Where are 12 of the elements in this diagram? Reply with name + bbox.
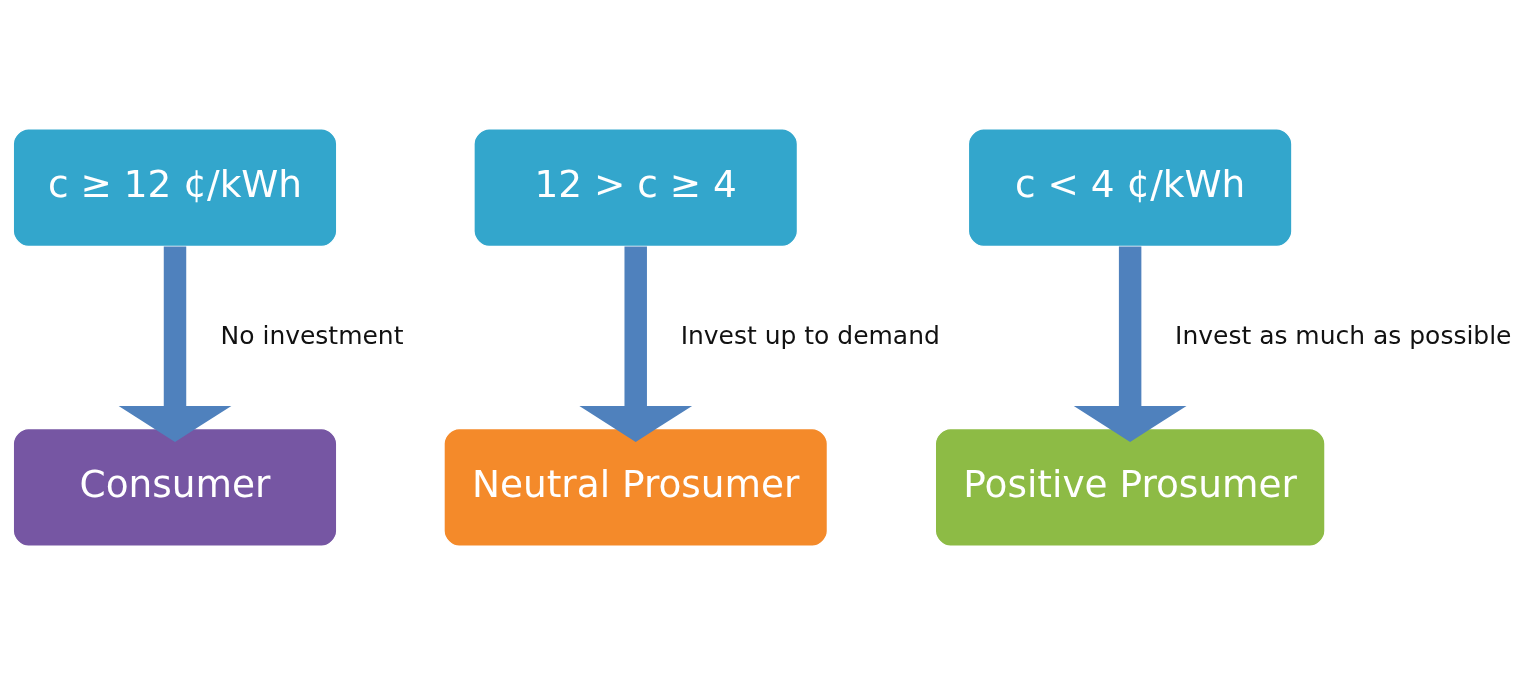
node-box: Consumer [12, 428, 338, 547]
node-box: Positive Prosumer [934, 428, 1326, 547]
arrow [1073, 246, 1187, 442]
node-box: 12 > c ≥ 4 [473, 128, 799, 247]
edge-label: Invest up to demand [680, 320, 940, 350]
arrow [118, 246, 232, 442]
edge-label: No investment [220, 320, 404, 350]
node-box: c < 4 ¢/kWh [967, 128, 1293, 247]
node-box: Neutral Prosumer [443, 428, 828, 547]
node-box: c ≥ 12 ¢/kWh [12, 128, 338, 247]
edge-label: Invest as much as possible [1175, 320, 1512, 350]
arrow [579, 246, 693, 442]
